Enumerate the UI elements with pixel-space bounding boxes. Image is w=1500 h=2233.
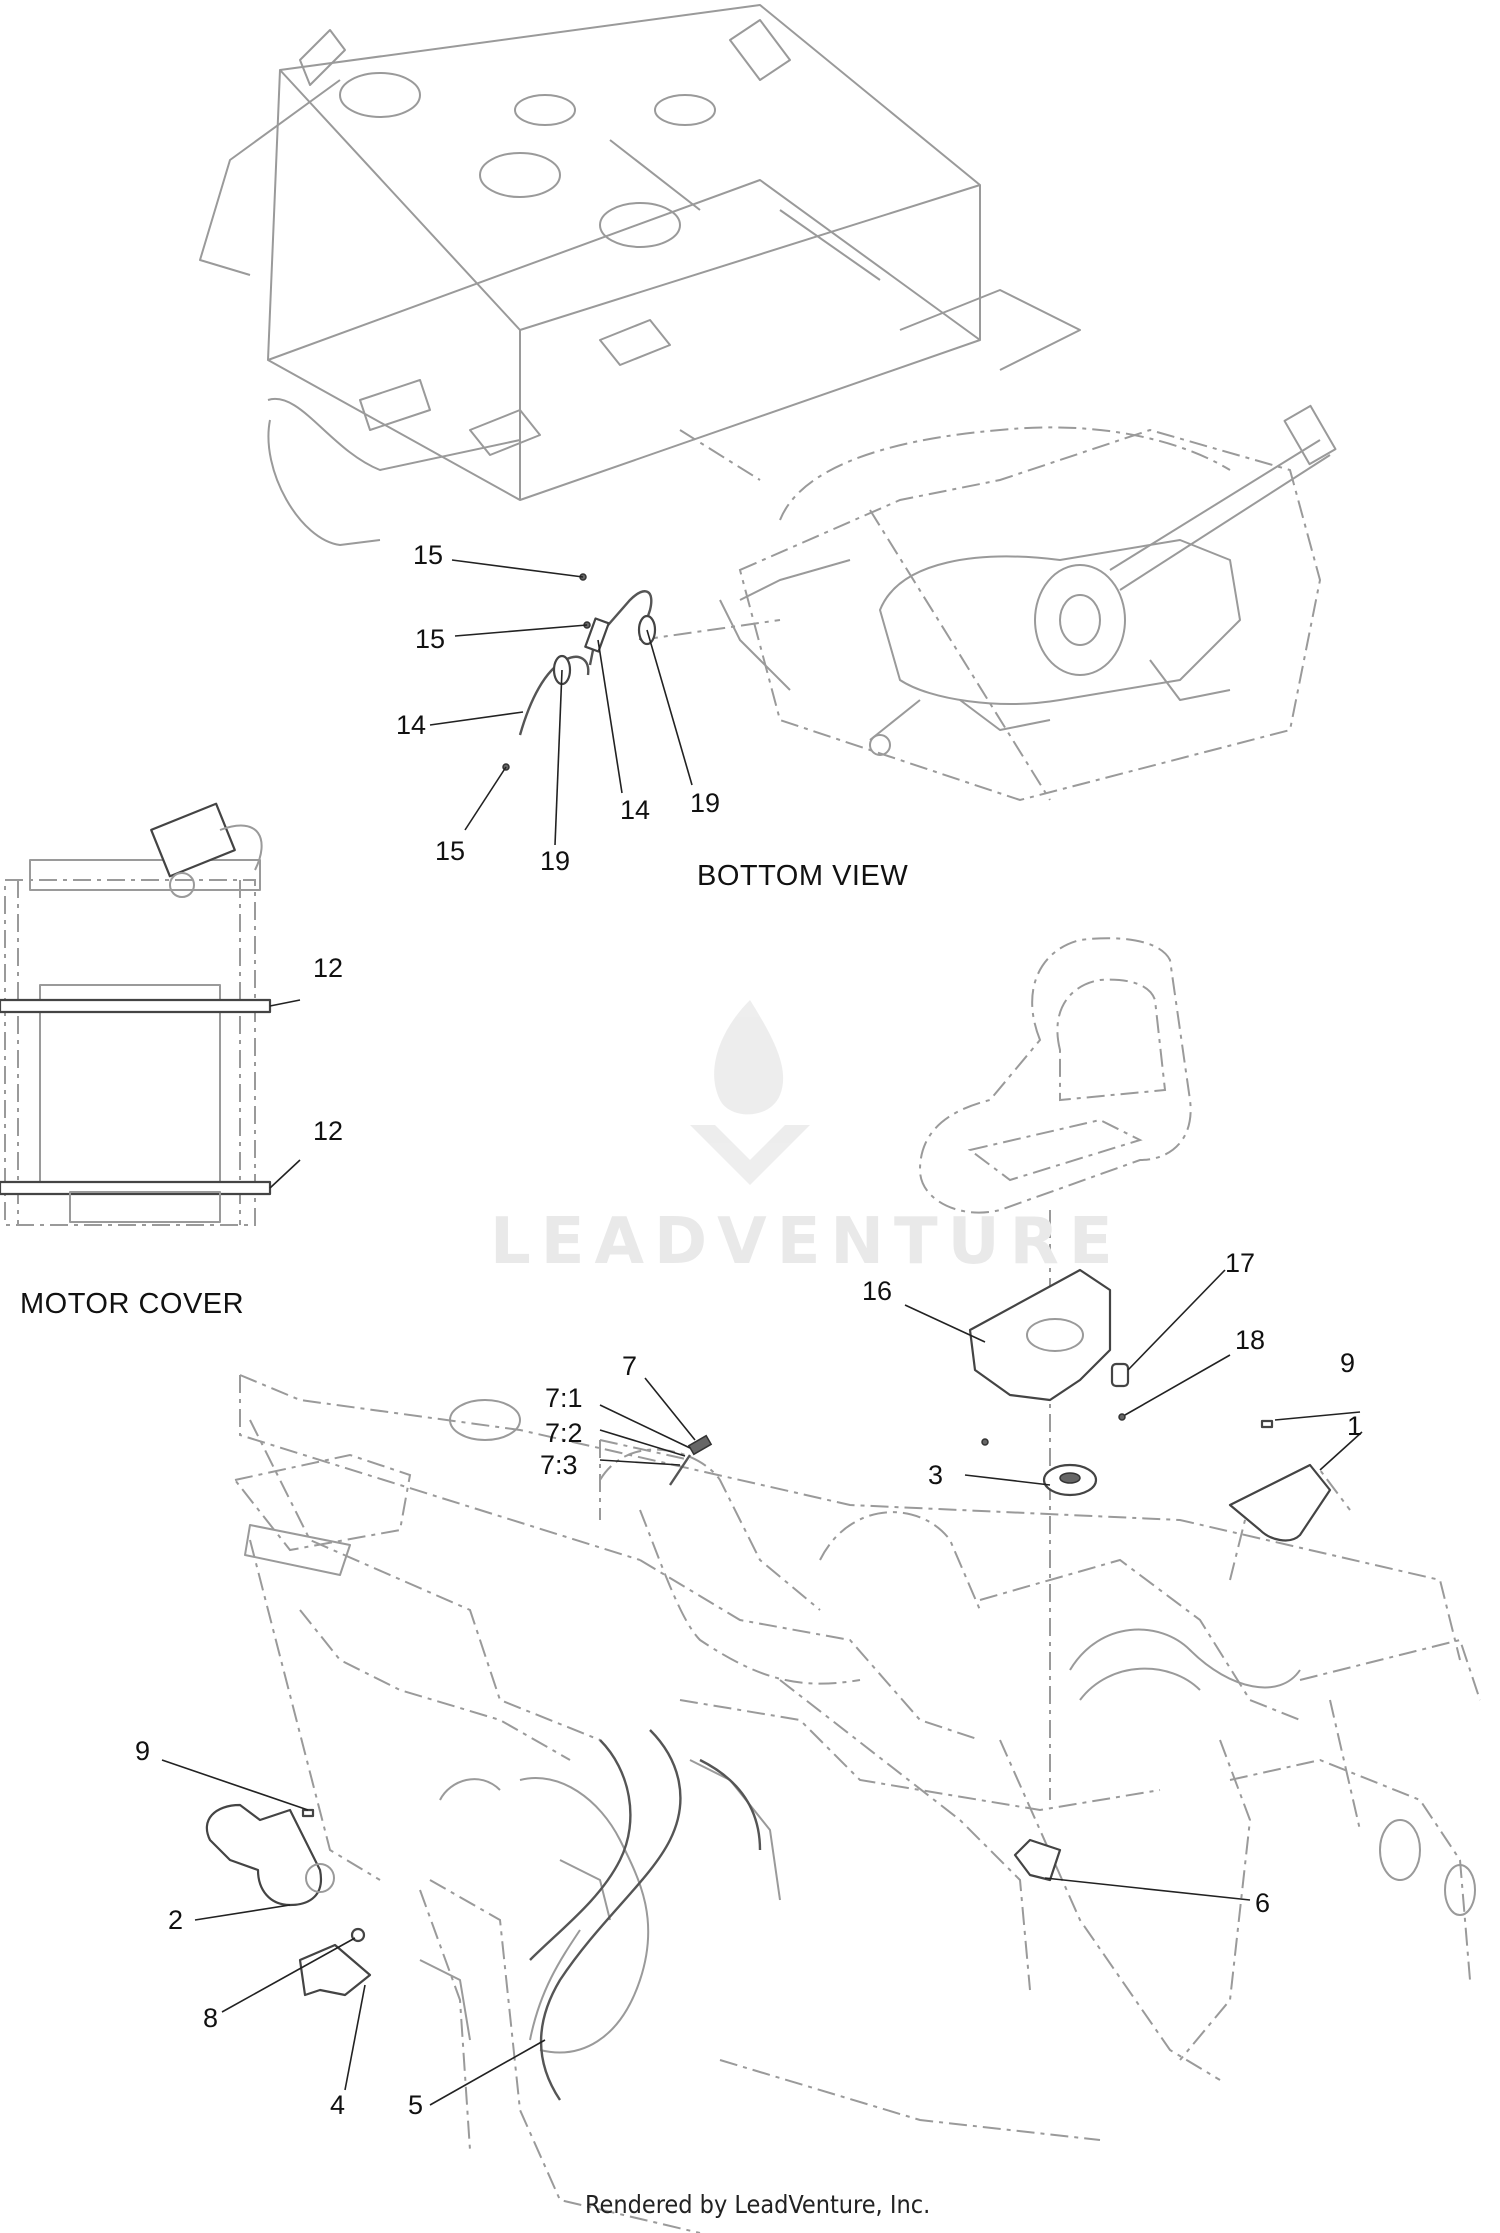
callout-16: 16 bbox=[862, 1276, 893, 1306]
footer-credit: Rendered by LeadVenture, Inc. bbox=[585, 2190, 931, 2219]
seat bbox=[918, 937, 1192, 1214]
cover-6 bbox=[1013, 1838, 1062, 1882]
callout-14a: 14 bbox=[396, 710, 427, 740]
callout-4: 4 bbox=[330, 2090, 346, 2120]
main-assembly-frame bbox=[233, 1210, 1481, 2233]
callout-15a: 15 bbox=[413, 540, 444, 570]
callout-17: 17 bbox=[1225, 1248, 1256, 1278]
callout-5: 5 bbox=[408, 2090, 424, 2120]
callout-19b: 19 bbox=[690, 788, 721, 818]
bumper bbox=[1110, 1362, 1130, 1388]
callout-19a: 19 bbox=[540, 846, 571, 876]
callout-3: 3 bbox=[928, 1460, 944, 1490]
seat-plate bbox=[968, 1268, 1112, 1402]
motor-cover-frame bbox=[0, 802, 272, 1226]
bottom-view-frame bbox=[199, 4, 1337, 802]
watermark-text: LEADVENTURE bbox=[490, 1205, 1123, 1279]
callout-8: 8 bbox=[203, 2003, 219, 2033]
caption-motor-cover: MOTOR COVER bbox=[20, 1288, 245, 1320]
callout-7: 7 bbox=[622, 1351, 638, 1381]
callout-7-3: 7:3 bbox=[540, 1450, 578, 1480]
callout-12a: 12 bbox=[313, 953, 344, 983]
callout-2: 2 bbox=[168, 1905, 184, 1935]
caption-bottom-view: BOTTOM VIEW bbox=[697, 860, 909, 892]
callout-9b: 9 bbox=[135, 1736, 151, 1766]
callout-1: 1 bbox=[1347, 1411, 1363, 1441]
callout-18: 18 bbox=[1235, 1325, 1266, 1355]
callout-14b: 14 bbox=[620, 795, 651, 825]
horn-part bbox=[205, 1803, 323, 1907]
callout-15b: 15 bbox=[415, 624, 446, 654]
leader-lines bbox=[161, 559, 1363, 2106]
leadventure-flame-logo bbox=[690, 1000, 810, 1185]
bracket bbox=[298, 1943, 372, 1997]
brake-cable bbox=[502, 573, 657, 771]
callout-7-2: 7:2 bbox=[545, 1418, 583, 1448]
callout-7-1: 7:1 bbox=[545, 1383, 583, 1413]
callout-12b: 12 bbox=[313, 1116, 344, 1146]
cover-guard bbox=[1228, 1463, 1332, 1542]
callout-15c: 15 bbox=[435, 836, 466, 866]
callout-9a: 9 bbox=[1340, 1348, 1356, 1378]
callout-6: 6 bbox=[1255, 1888, 1271, 1918]
